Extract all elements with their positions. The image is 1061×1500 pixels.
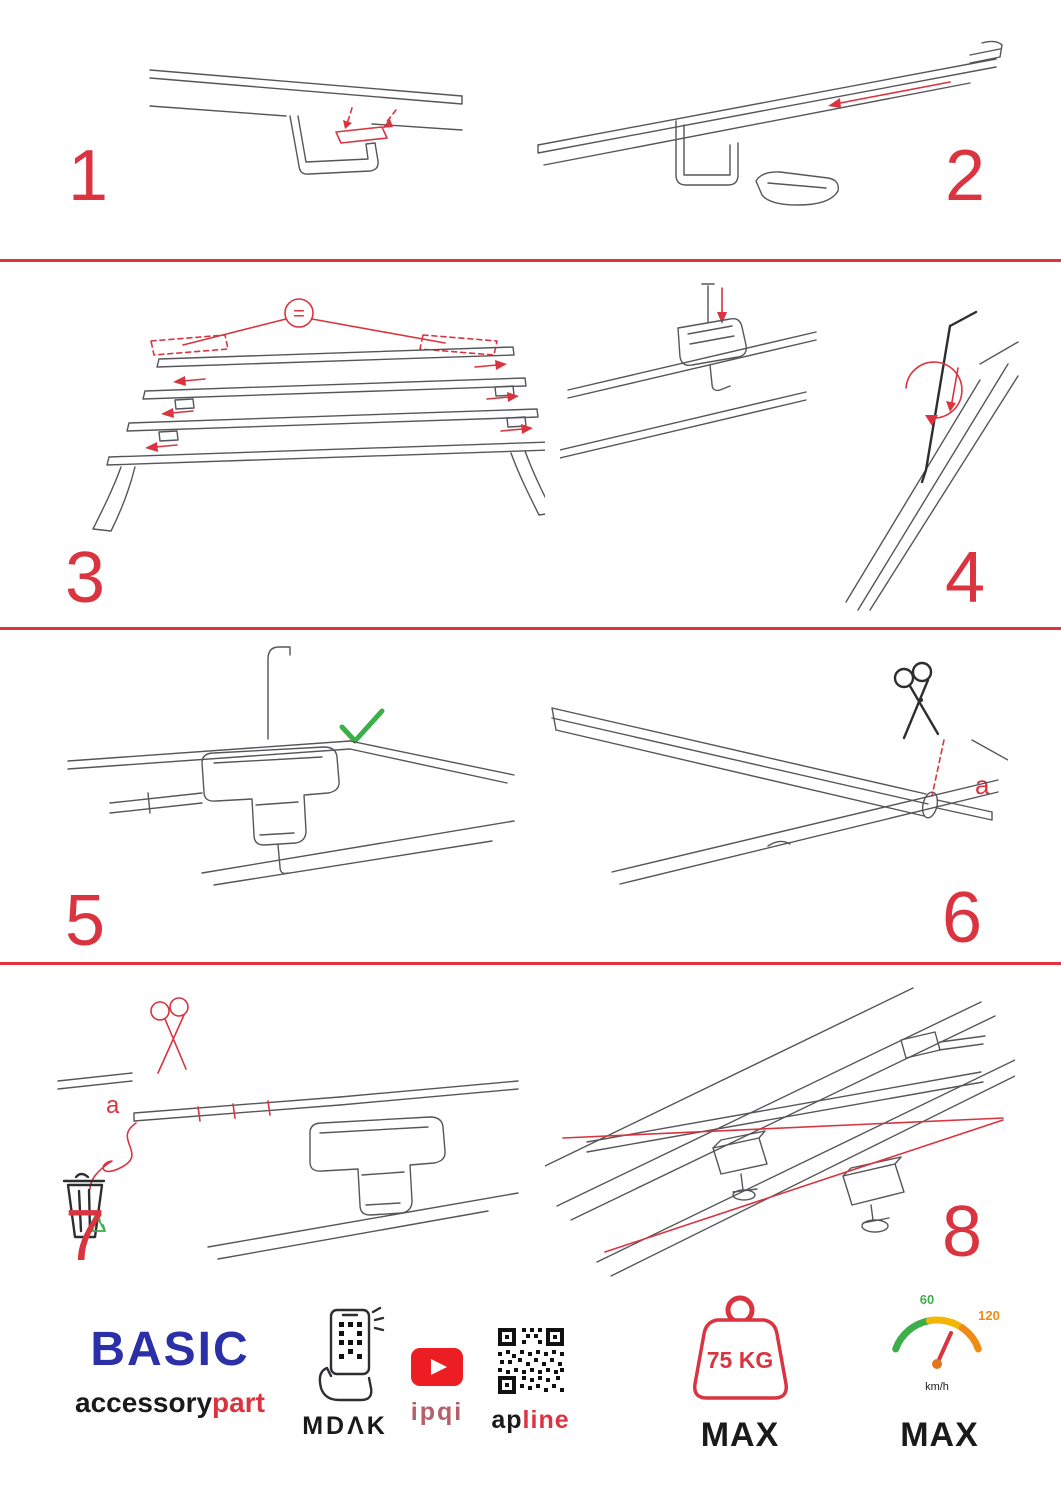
qr-code-icon: [497, 1328, 564, 1394]
equal-spacing-label: =: [293, 303, 305, 325]
step-8-illustration: [545, 987, 1015, 1277]
step-7-number: 7: [65, 1196, 107, 1276]
step-3-illustration: =: [92, 298, 545, 532]
recycle-icon: [86, 1214, 106, 1232]
step-6-number: 6: [942, 878, 984, 958]
cut-length-label-7: a: [106, 1092, 120, 1119]
weight-value: 75 KG: [706, 1347, 772, 1373]
scissors-icon: [893, 661, 940, 740]
clamp-knob-a: [712, 1130, 768, 1201]
step-5-illustration: [67, 646, 515, 886]
trash-bin-icon: [62, 1172, 106, 1239]
brand-subtitle: accessorypart: [55, 1387, 285, 1419]
speed-unit: km/h: [925, 1381, 949, 1393]
brand-sub-black: accessory: [75, 1387, 213, 1418]
row-divider-2: [0, 627, 1061, 630]
clamp-knob-b: [842, 1156, 905, 1233]
check-icon: [339, 708, 385, 744]
step-4-illustration: [560, 283, 1019, 611]
mdak-label: MDΛK: [302, 1412, 388, 1440]
weight-icon: 75 KG: [692, 1295, 788, 1400]
max-speed: 60 120 km/h MAX: [872, 1288, 1007, 1455]
step-2-illustration: [537, 40, 1003, 206]
max-load: 75 KG MAX: [665, 1292, 815, 1455]
ipqi-logo: ipqi: [398, 1348, 476, 1427]
step-5-number: 5: [65, 881, 107, 961]
apline-red: line: [522, 1406, 570, 1434]
mdak-logo: MDΛK: [290, 1306, 400, 1441]
step-6-illustration: a: [551, 661, 1008, 885]
step-3-number: 3: [65, 538, 107, 618]
speedometer-icon: 60 120 km/h: [892, 1292, 1000, 1393]
brand-logo: BASIC accessorypart: [55, 1322, 285, 1419]
step-8-number: 8: [942, 1192, 984, 1272]
speed-max-label: MAX: [900, 1416, 979, 1454]
step-1-number: 1: [68, 136, 110, 216]
apline-black: ap: [491, 1406, 523, 1434]
brand-sub-red: part: [212, 1387, 265, 1418]
weight-max-label: MAX: [700, 1416, 780, 1454]
phone-scan-icon: [318, 1306, 385, 1402]
apline-label: apline: [478, 1406, 583, 1435]
speed-tick-low: 60: [920, 1292, 934, 1307]
step-1-illustration: [149, 69, 463, 175]
youtube-icon: [411, 1348, 463, 1386]
apline-logo: apline: [478, 1326, 583, 1435]
ipqi-label: ipqi: [410, 1398, 464, 1426]
scissors-red-icon: [150, 997, 189, 1074]
row-divider-3: [0, 962, 1061, 965]
step-4-number: 4: [945, 538, 987, 618]
speed-tick-high: 120: [978, 1308, 1000, 1323]
cut-length-label-6: a: [975, 770, 990, 800]
step-2-number: 2: [945, 136, 987, 216]
step-7-illustration: a: [57, 997, 519, 1260]
row-divider-1: [0, 259, 1061, 262]
brand-title: BASIC: [90, 1323, 250, 1376]
